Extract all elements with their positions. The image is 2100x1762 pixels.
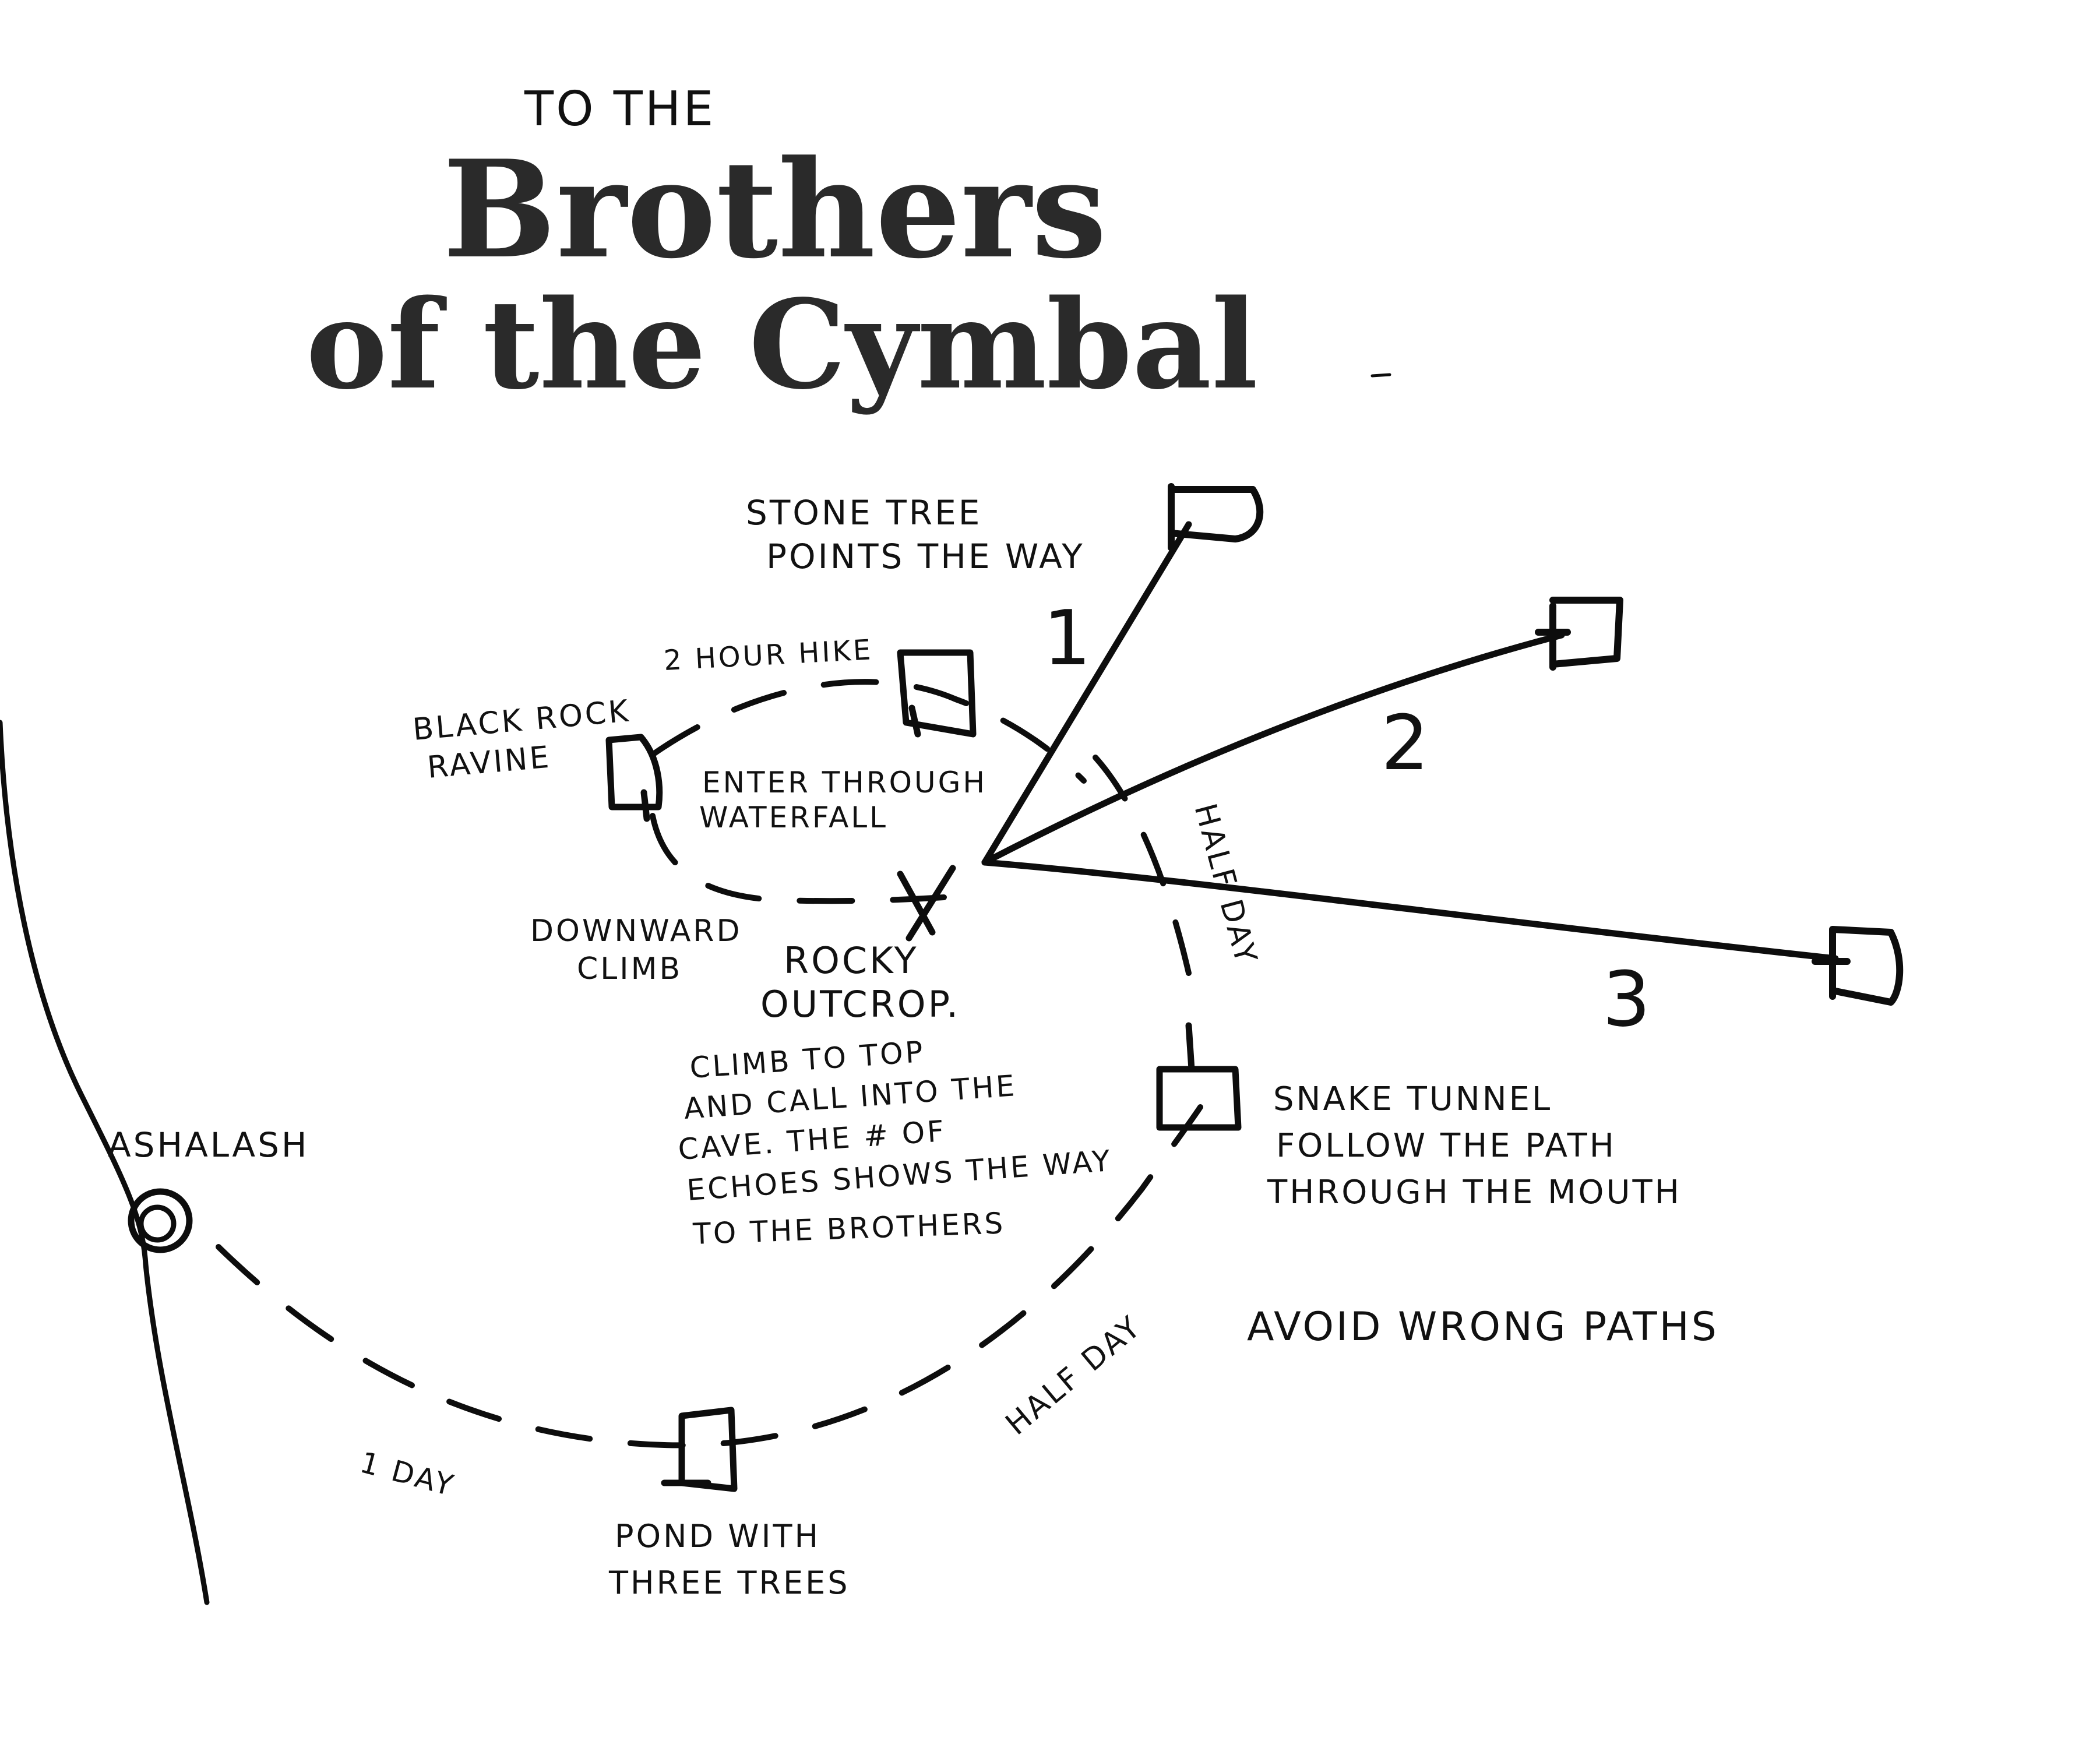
label-enter-2: WATERFALL <box>699 801 888 834</box>
path-2 <box>981 632 1565 866</box>
label-snake-2: FOLLOW THE PATH <box>1276 1127 1616 1165</box>
label-snake-3: THROUGH THE MOUTH <box>1267 1174 1682 1211</box>
path-number-3: 3 <box>1602 955 1653 1044</box>
stray-mark <box>1370 373 1391 378</box>
pond-box <box>661 1407 738 1492</box>
route-downward-climb <box>650 813 947 904</box>
flag-3 <box>1812 926 1904 1006</box>
river-line <box>0 720 210 1605</box>
flag-1 <box>1168 483 1264 551</box>
route-tunnel-to-outcrop <box>1093 755 1192 976</box>
label-rocky-1: ROCKY <box>784 939 919 982</box>
label-snake-1: SNAKE TUNNEL <box>1273 1080 1552 1118</box>
flag-2 <box>1535 597 1623 671</box>
label-stone-tree-2: POINTS THE WAY <box>766 537 1085 576</box>
label-stone-tree-1: STONE TREE <box>746 493 982 533</box>
label-rocky-2: OUTCROP. <box>760 983 960 1026</box>
snake-tunnel-box <box>1156 1022 1242 1131</box>
label-ashalash: ASHALASH <box>108 1125 309 1165</box>
path-1 <box>981 521 1192 866</box>
path-number-2: 2 <box>1381 699 1432 787</box>
label-pond-1: POND WITH <box>615 1518 820 1555</box>
ashalash-marker <box>128 1188 193 1253</box>
title-line-2: of the Cymbal <box>306 273 1258 417</box>
title-line-1: Brothers <box>443 131 1107 288</box>
label-half-day: HALF DAY <box>999 1309 1149 1442</box>
label-enter-1: ENTER THROUGH <box>702 766 987 799</box>
label-avoid: AVOID WRONG PATHS <box>1247 1304 1719 1350</box>
rocky-outcrop-x <box>897 865 956 942</box>
label-black-rock-2: RAVINE <box>426 740 552 785</box>
label-black-rock-1: BLACK ROCK <box>411 694 632 748</box>
path-3 <box>981 859 1839 962</box>
route-ashalash-to-tunnel <box>216 1104 1203 1449</box>
label-climb-5: TO THE BROTHERS <box>692 1206 1006 1251</box>
stone-tree-box <box>897 649 977 738</box>
path-number-1: 1 <box>1043 594 1094 682</box>
label-hike: 2 HOUR HIKE <box>663 633 874 677</box>
label-pond-2: THREE TREES <box>608 1564 850 1601</box>
label-one-day: 1 DAY <box>357 1446 459 1503</box>
label-downward-2: CLIMB <box>577 952 682 986</box>
label-downward-1: DOWNWARD <box>530 914 742 949</box>
black-rock-box <box>605 734 663 822</box>
title-prefix: TO THE <box>524 82 716 137</box>
